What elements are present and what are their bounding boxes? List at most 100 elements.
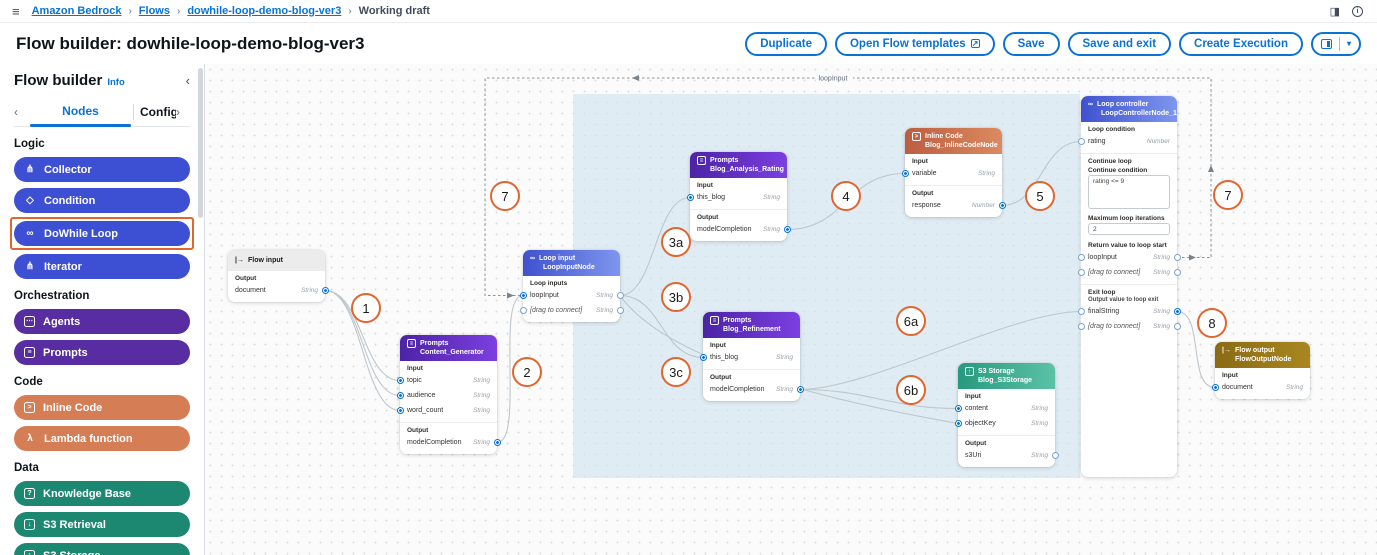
breadcrumb-item-dowhile-loop-demo-blog-ver3[interactable]: dowhile-loop-demo-blog-ver3 [187,5,342,17]
left-port[interactable] [1077,308,1085,315]
info-icon[interactable]: i [1352,5,1363,17]
left-port[interactable] [901,170,909,177]
left-port[interactable] [1077,323,1085,330]
save-and-exit-button[interactable]: Save and exit [1067,31,1172,56]
field-name: this_blog [710,354,739,361]
left-port[interactable] [1077,269,1085,276]
tab-config[interactable]: Config [140,104,176,119]
sidebar-item-s3-retrieval[interactable]: ↓S3 Retrieval [14,512,190,537]
left-port[interactable] [519,307,527,314]
node-name-label: LoopControllerNode_1 [1101,110,1177,117]
field-type: String [596,292,613,299]
right-port[interactable] [616,292,624,299]
sidebar-item-s3-storage[interactable]: ↑S3 Storage [14,543,190,555]
sidebar-item-collector[interactable]: ⋔Collector [14,157,190,182]
header-actions: Duplicate Open Flow templates↗ Save Save an… [745,31,1361,56]
breadcrumb-item-amazon-bedrock[interactable]: Amazon Bedrock [31,5,122,17]
left-port[interactable] [1211,384,1219,391]
breadcrumb-item-flows[interactable]: Flows [138,5,170,17]
split-divider [1338,36,1340,51]
left-port[interactable] [954,405,962,412]
right-port[interactable] [783,226,791,233]
left-port[interactable] [396,377,404,384]
sidebar-item-prompts[interactable]: ≡Prompts [14,340,190,365]
tab-nodes[interactable]: Nodes [28,97,133,127]
sidebar-item-agents[interactable]: ⋯Agents [14,309,190,334]
right-port[interactable] [1173,323,1181,330]
tabs-prev-icon[interactable]: ‹ [14,104,18,119]
left-port[interactable] [1077,138,1085,145]
left-port[interactable] [954,420,962,427]
breadcrumb: Amazon Bedrock›Flows›dowhile-loop-demo-b… [32,5,1330,17]
create-execution-button[interactable]: Create Execution [1179,31,1303,56]
right-port[interactable] [1173,269,1181,276]
spacer [1088,211,1170,213]
left-port[interactable] [396,392,404,399]
right-port[interactable] [1173,308,1181,315]
info-link[interactable]: Info [107,77,125,88]
save-button[interactable]: Save [1002,31,1060,56]
sidebar-item-dowhile-loop[interactable]: ∞DoWhile Loop [14,221,190,246]
right-port[interactable] [616,307,624,314]
side-panel-icon[interactable]: ◨ [1329,5,1340,18]
sidebar-item-iterator[interactable]: ⋔Iterator [14,254,190,279]
sidebar-item-inline-code[interactable]: >Inline Code [14,395,190,420]
menu-icon[interactable]: ≡ [12,3,20,19]
condition-input[interactable]: rating <= 9 [1088,175,1170,209]
right-port[interactable] [1173,254,1181,261]
field-name: variable [912,170,937,177]
left-port[interactable] [1077,254,1085,261]
field-group-sublabel: Output value to loop exit [1088,297,1159,303]
node-name-label: LoopInputNode [543,264,595,271]
left-port[interactable] [396,407,404,414]
field-group-label: Input [965,393,981,400]
tabs-next-icon[interactable]: › [176,104,180,119]
spacer [1088,237,1170,240]
loopback-arrow-icon [1189,254,1196,261]
node-type-label: Flow input [247,257,283,264]
topbar-icons: ◨i [1330,5,1363,18]
executions-split-button[interactable]: ▾ [1310,31,1361,56]
left-port[interactable] [686,194,694,201]
field-group-label: Input [1222,372,1238,379]
right-port[interactable] [998,202,1006,209]
left-port[interactable] [699,354,707,361]
sidebar-scrollbar[interactable] [198,68,203,551]
duplicate-button[interactable]: Duplicate [745,31,827,56]
edge-blog-refinement-to-loop-controller [799,310,1082,391]
field-name: s3Uri [965,452,982,459]
right-port[interactable] [493,439,501,446]
left-port[interactable] [519,292,527,299]
node-type-label: Loop controller [1097,101,1149,108]
right-port[interactable] [321,287,329,294]
node-name-label: Blog_S3Storage [978,377,1033,384]
right-port[interactable] [796,386,804,393]
field-type: String [776,354,793,361]
field-type: String [596,307,613,314]
right-port[interactable] [1051,452,1059,459]
condition-input[interactable]: 2 [1088,223,1170,235]
field-type: String [763,194,780,201]
breadcrumb-separator: › [348,5,352,17]
collapse-panel-icon[interactable]: ‹ [185,73,190,88]
sidebar-item-condition[interactable]: ◇Condition [14,188,190,213]
open-flow-templates-button[interactable]: Open Flow templates↗ [834,31,995,56]
sidebar-item-knowledge-base[interactable]: ?Knowledge Base [14,481,190,506]
field-name: content [965,405,988,412]
